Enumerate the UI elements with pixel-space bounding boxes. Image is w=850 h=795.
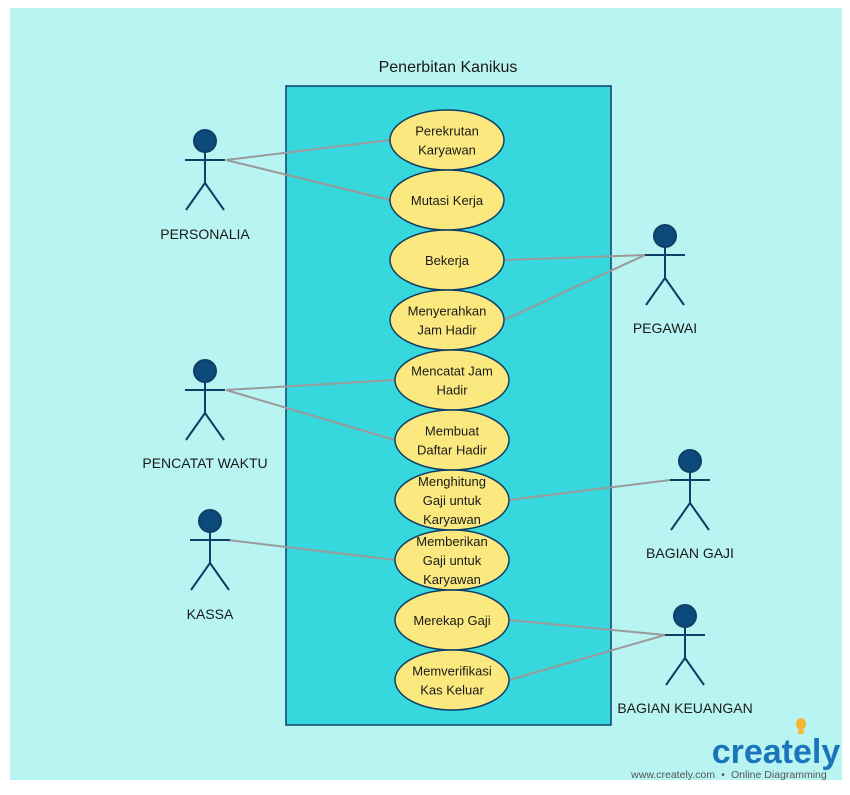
association-kassa-memberikan-gaji [227,539,396,561]
actors: PERSONALIA PEGAWAI PENCATAT WAKTU BAGIAN GA… [142,129,753,716]
association-personalia-mutasi-kerja [225,159,391,201]
actor-pegawai[interactable]: PEGAWAI [633,224,697,336]
use-case-label: Gaji untuk [423,493,482,508]
use-case-label: Perekrutan [415,124,479,139]
use-case-label: Jam Hadir [417,323,477,338]
creately-logo-text: creately [712,733,841,771]
actor-label: BAGIAN GAJI [646,545,734,561]
system-title: Penerbitan Kanikus [379,59,518,76]
use-case-label: Memverifikasi [412,664,492,679]
association-lines [225,139,671,681]
use-case-label: Mutasi Kerja [411,193,484,208]
use-case-label: Merekap Gaji [413,613,490,628]
use-case-label: Menyerahkan [408,304,487,319]
actor-label: BAGIAN KEUANGAN [617,700,752,716]
use-case-label: Mencatat Jam [411,364,493,379]
association-bagian-keuangan-merekap-gaji [508,619,666,636]
use-case-label: Membuat [425,424,480,439]
association-bagian-gaji-menghitung-gaji [508,479,671,501]
actor-label: KASSA [187,606,234,622]
use-case-label: Karyawan [423,512,481,527]
actor-kassa[interactable]: KASSA [187,509,234,622]
use-case-label: Gaji untuk [423,553,482,568]
association-pegawai-menyerahkan-jam-hadir [503,254,646,321]
tagline-separator: • [721,769,725,781]
use-case-ellipse [394,409,510,471]
use-case-label: Daftar Hadir [417,443,488,458]
association-pencatat-waktu-membuat-daftar-hadir [225,389,396,441]
use-case-label: Karyawan [423,572,481,587]
use-case-merekap-gaji[interactable]: Merekap Gaji [394,589,510,651]
stick-figure-icon [185,129,225,211]
association-bagian-keuangan-memverifikasi-kas-keluar [508,634,666,681]
actor-label: PEGAWAI [633,320,697,336]
actor-personalia[interactable]: PERSONALIA [160,129,250,242]
use-case-ellipse [394,349,510,411]
use-case-ellipse [389,109,505,171]
actor-pencatat-waktu[interactable]: PENCATAT WAKTU [142,359,268,471]
association-pegawai-bekerja [503,254,646,261]
stick-figure-icon [670,449,710,531]
use-case-label: Karyawan [418,143,476,158]
association-pencatat-waktu-mencatat-jam-hadir [225,379,396,391]
use-case-ellipse [389,289,505,351]
use-case-label: Kas Keluar [420,683,484,698]
use-case-label: Menghitung [418,474,486,489]
tagline-text: Online Diagramming [731,769,827,781]
use-case-ellipse [394,649,510,711]
actor-bagian-gaji[interactable]: BAGIAN GAJI [646,449,734,561]
stick-figure-icon [665,604,705,686]
association-personalia-perekrutan-karyawan [225,139,391,161]
tagline-site: www.creately.com [630,769,715,781]
actor-label: PERSONALIA [160,226,250,242]
stick-figure-icon [190,509,230,591]
use-case-label: Hadir [436,383,468,398]
actor-label: PENCATAT WAKTU [142,455,267,471]
stick-figure-icon [185,359,225,441]
use-case-mutasi-kerja[interactable]: Mutasi Kerja [389,169,505,231]
lightbulb-icon [796,718,806,734]
actor-bagian-keuangan[interactable]: BAGIAN KEUANGAN [617,604,753,716]
creately-watermark: creately www.creately.com • Online Diagr… [630,718,840,781]
use-case-label: Bekerja [425,253,470,268]
stick-figure-icon [645,224,685,306]
use-case-bekerja[interactable]: Bekerja [389,229,505,291]
use-case-label: Memberikan [416,534,488,549]
creately-tagline: www.creately.com • Online Diagramming [630,769,827,781]
